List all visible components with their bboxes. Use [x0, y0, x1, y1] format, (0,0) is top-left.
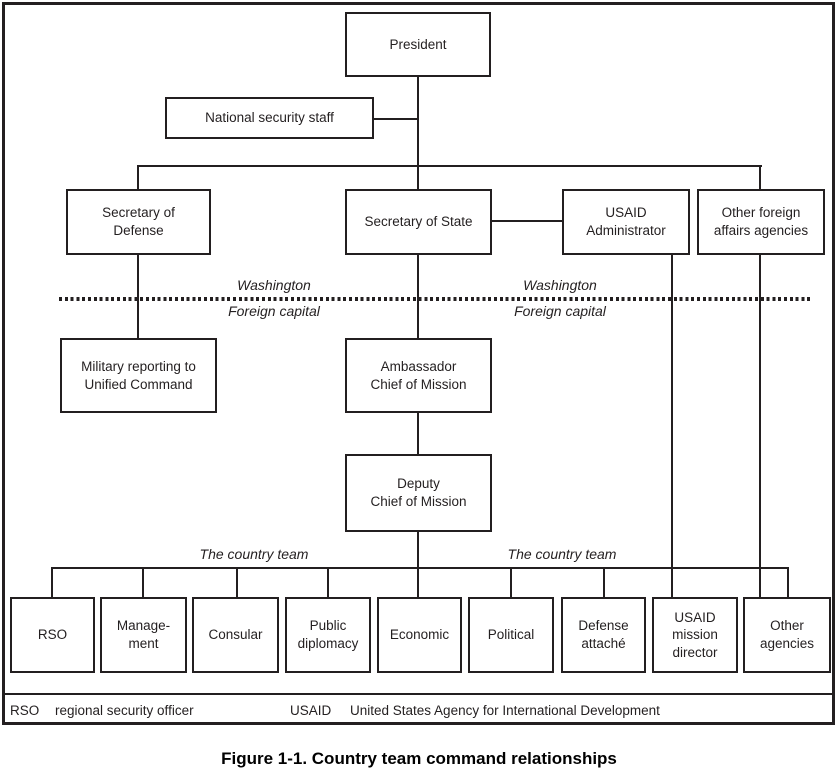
org-box-management: Manage- ment	[100, 597, 187, 673]
legend-abbr-usaid: USAID	[290, 703, 332, 718]
org-box-political: Political	[468, 597, 554, 673]
connector-stub-consular	[236, 567, 238, 598]
connector-top-horizontal-bus	[137, 165, 762, 167]
org-box-consular: Consular	[192, 597, 279, 673]
connector-stub-other-agencies	[787, 567, 789, 598]
connector-stub-political	[510, 567, 512, 598]
org-box-label: Deputy Chief of Mission	[370, 476, 467, 509]
figure-outer-border	[2, 2, 835, 725]
org-box-secretary-of-state: Secretary of State	[345, 189, 492, 255]
figure-caption: Figure 1-1. Country team command relatio…	[221, 749, 617, 768]
org-box-secretary-of-defense: Secretary of Defense	[66, 189, 211, 255]
org-box-other-foreign-affairs-agencies: Other foreign affairs agencies	[697, 189, 825, 255]
org-box-president: President	[345, 12, 491, 77]
org-box-label: Defense attaché	[578, 618, 629, 651]
connector-stub-public-diplomacy	[327, 567, 329, 598]
connector-usaid-vertical	[671, 253, 673, 598]
org-box-label: Ambassador Chief of Mission	[370, 358, 467, 392]
org-box-label: Secretary of State	[364, 214, 473, 230]
connector-stub-defense-attache	[603, 567, 605, 598]
legend-def-usaid: United States Agency for International D…	[350, 703, 660, 718]
label-foreign-capital-left: Foreign capital	[228, 303, 320, 319]
org-box-other-agencies: Other agencies	[743, 597, 831, 673]
connector-president-chain-vertical	[417, 77, 419, 598]
org-box-rso: RSO	[10, 597, 95, 673]
org-box-national-security-staff: National security staff	[165, 97, 374, 139]
org-box-label: RSO	[37, 627, 68, 643]
legend-abbr-rso: RSO	[10, 703, 40, 718]
connector-nss-stub	[374, 118, 418, 120]
org-box-label: Political	[487, 627, 535, 643]
org-box-deputy-chief-of-mission: Deputy Chief of Mission	[345, 454, 492, 532]
org-box-public-diplomacy: Public diplomacy	[285, 597, 371, 673]
org-box-ambassador-chief-of-mission: Ambassador Chief of Mission	[345, 338, 492, 413]
org-box-label: Economic	[389, 627, 450, 643]
label-washington-left: Washington	[237, 277, 311, 293]
org-box-label: Consular	[208, 627, 263, 643]
org-box-usaid-mission-director: USAID mission director	[652, 597, 738, 673]
org-box-label: Secretary of Defense	[102, 205, 175, 238]
org-box-label: Military reporting to Unified Command	[81, 358, 196, 392]
org-box-label: USAID mission director	[672, 609, 718, 660]
org-box-label: Other agencies	[759, 618, 815, 651]
label-country-team-left: The country team	[199, 546, 309, 562]
legend-separator-line	[3, 693, 835, 695]
connector-state-usaid-horizontal	[492, 220, 562, 222]
connector-stub-management	[142, 567, 144, 598]
legend-def-rso: regional security officer	[55, 703, 194, 718]
label-washington-right: Washington	[523, 277, 597, 293]
org-box-usaid-administrator: USAID Administrator	[562, 189, 690, 255]
label-country-team-right: The country team	[507, 546, 617, 562]
org-box-economic: Economic	[377, 597, 462, 673]
org-box-label: Manage- ment	[116, 618, 171, 651]
org-box-label: President	[389, 36, 447, 52]
connector-other-foreign-vertical	[759, 165, 761, 598]
org-box-military-reporting: Military reporting to Unified Command	[60, 338, 217, 413]
org-box-label: USAID Administrator	[586, 205, 666, 238]
connector-stub-rso	[51, 567, 53, 598]
org-box-defense-attache: Defense attaché	[561, 597, 646, 673]
connector-country-team-bus	[51, 567, 789, 569]
org-box-label: National security staff	[205, 110, 334, 126]
org-box-label: Public diplomacy	[297, 618, 359, 651]
org-box-label: Other foreign affairs agencies	[713, 205, 809, 238]
washington-foreign-capital-divider	[59, 297, 810, 301]
label-foreign-capital-right: Foreign capital	[514, 303, 606, 319]
